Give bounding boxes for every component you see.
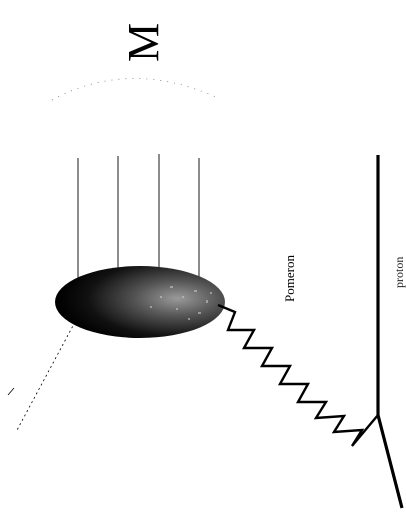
outgoing-particle-lines <box>78 154 199 282</box>
proton-line <box>378 155 402 508</box>
proton-label: proton <box>392 257 406 288</box>
upper-arc <box>52 78 218 100</box>
pomeron-label: Pomeron <box>282 255 298 302</box>
pomeron-zigzag <box>218 305 378 446</box>
small-tick-mark <box>8 388 14 395</box>
incoming-dotted-line <box>16 322 75 432</box>
proton-incoming-segment <box>378 415 402 508</box>
mass-label: M <box>118 23 169 62</box>
interaction-blob <box>55 266 225 338</box>
